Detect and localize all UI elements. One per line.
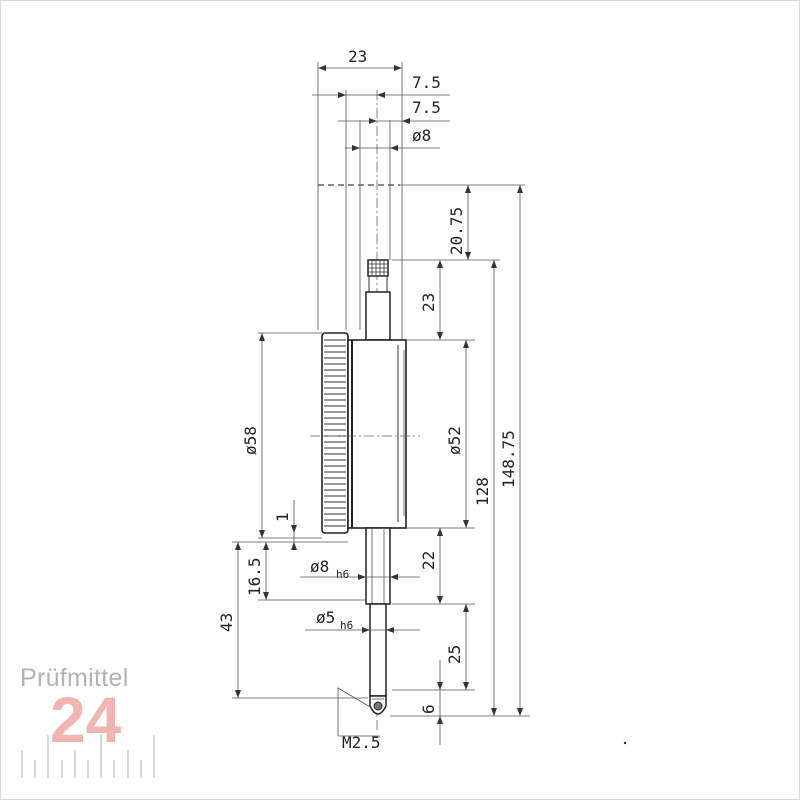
dim-back-to-sleeve: 16.5 xyxy=(245,557,264,596)
cap-neck xyxy=(368,275,388,293)
dim-cap-to-body: 23 xyxy=(419,293,438,312)
dim-bezel-offset: 1 xyxy=(273,512,292,522)
brand-name: Prüfmittel xyxy=(20,664,129,692)
dim-tip-len: 6 xyxy=(419,704,438,714)
dim-offset-2: 7.5 xyxy=(412,98,441,117)
dim-top-width: 23 xyxy=(348,47,367,66)
dim-total-lower: 43 xyxy=(217,613,236,632)
spindle xyxy=(369,603,387,697)
dim-body-height: 128 xyxy=(473,477,492,506)
dim-top-cap: 20.75 xyxy=(447,207,466,255)
dim-sleeve-dia: ø8 xyxy=(310,557,329,576)
dim-dial-dia: ø52 xyxy=(445,426,464,455)
logo-ruler xyxy=(21,735,155,778)
dim-sleeve-tol: h6 xyxy=(336,568,349,581)
dim-offset-1: 7.5 xyxy=(412,73,441,92)
gauge-case xyxy=(347,339,407,529)
cap-knurl xyxy=(368,260,388,276)
dim-sleeve-len: 22 xyxy=(419,551,438,570)
sleeve xyxy=(365,527,391,605)
dim-thread: M2.5 xyxy=(342,733,381,752)
bezel-ring xyxy=(321,332,349,534)
dim-overall-height: 148.75 xyxy=(499,430,518,488)
dim-stem-dia: ø8 xyxy=(412,126,431,145)
brand-number: 24 xyxy=(50,684,122,756)
upper-stem xyxy=(365,291,391,341)
thread-leader xyxy=(337,687,373,736)
bezel-knurl xyxy=(324,339,346,527)
dim-spindle-dia: ø5 xyxy=(316,608,335,627)
dim-spindle-len: 25 xyxy=(445,645,464,664)
dim-bezel-dia: ø58 xyxy=(241,426,260,455)
dim-spindle-tol: h6 xyxy=(340,619,353,632)
